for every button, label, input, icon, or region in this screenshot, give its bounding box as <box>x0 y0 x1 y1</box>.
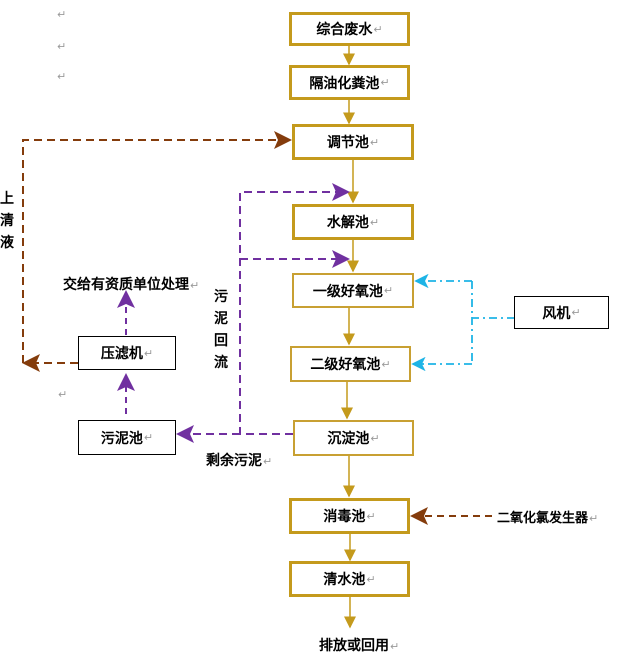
paragraph-mark: ↵ <box>380 76 390 89</box>
paragraph-mark: ↵ <box>571 306 581 319</box>
node-label: 一级好氧池 <box>312 283 383 300</box>
paragraph-mark: ↵ <box>383 284 394 297</box>
paragraph-mark: ↵ <box>373 22 383 36</box>
node-hydrolysis: 水解池↵ <box>292 204 414 240</box>
chlorine-generator-label: 二氧化氯发生器↵ <box>497 511 599 526</box>
paragraph-mark: ↵ <box>589 512 599 525</box>
node-label: 二级好氧池 <box>310 357 381 373</box>
node-label: 污泥池 <box>100 430 143 447</box>
node-label: 压滤机 <box>100 346 143 362</box>
node-blower: 风机↵ <box>514 296 609 329</box>
paragraph-mark: ↵ <box>369 135 380 149</box>
node-label: 隔油化粪池 <box>309 75 380 92</box>
node-sludge-tank: 污泥池↵ <box>78 420 176 455</box>
supernatant-return-line <box>22 131 292 363</box>
paragraph-mark: ↵ <box>369 215 380 229</box>
node-label: 综合废水 <box>316 22 373 38</box>
sludge-return-label: 污 泥 回 流 <box>214 289 228 371</box>
node-disinfection: 消毒池↵ <box>289 498 410 534</box>
supernatant-label: 上 清 液 <box>0 191 14 251</box>
paragraph-mark: ↵ <box>366 572 376 586</box>
paragraph-mark: ↵ <box>57 40 67 53</box>
node-wastewater: 综合废水↵ <box>289 12 410 46</box>
disposal-label: 交给有资质单位处理↵ <box>63 277 200 293</box>
node-label: 水解池 <box>326 215 369 231</box>
paragraph-mark: ↵ <box>57 70 67 83</box>
node-septic: 隔油化粪池↵ <box>289 65 410 100</box>
paragraph-mark: ↵ <box>58 388 68 401</box>
paragraph-mark: ↵ <box>57 8 67 21</box>
paragraph-mark: ↵ <box>390 640 400 653</box>
paragraph-mark: ↵ <box>366 509 376 523</box>
paragraph-mark: ↵ <box>190 279 200 292</box>
paragraph-mark: ↵ <box>143 346 154 360</box>
node-label: 消毒池 <box>323 509 366 525</box>
paragraph-mark: ↵ <box>263 455 273 468</box>
excess-sludge-label: 剩余污泥↵ <box>206 453 273 469</box>
node-aerobic2: 二级好氧池↵ <box>290 346 411 382</box>
node-filter-press: 压滤机↵ <box>78 336 176 370</box>
paragraph-mark: ↵ <box>370 431 380 445</box>
node-clearwater: 清水池↵ <box>289 561 410 597</box>
paragraph-mark: ↵ <box>381 357 391 371</box>
node-label: 沉淀池 <box>327 431 370 447</box>
sludge-return-line <box>239 183 350 435</box>
node-label: 清水池 <box>323 572 366 588</box>
paragraph-mark: ↵ <box>143 431 154 444</box>
node-label: 风机 <box>542 305 571 322</box>
node-label: 调节池 <box>326 135 369 151</box>
node-aerobic1: 一级好氧池↵ <box>292 273 414 308</box>
node-sedimentation: 沉淀池↵ <box>293 420 414 456</box>
output-label: 排放或回用↵ <box>319 638 400 654</box>
node-equalization: 调节池↵ <box>292 124 414 160</box>
